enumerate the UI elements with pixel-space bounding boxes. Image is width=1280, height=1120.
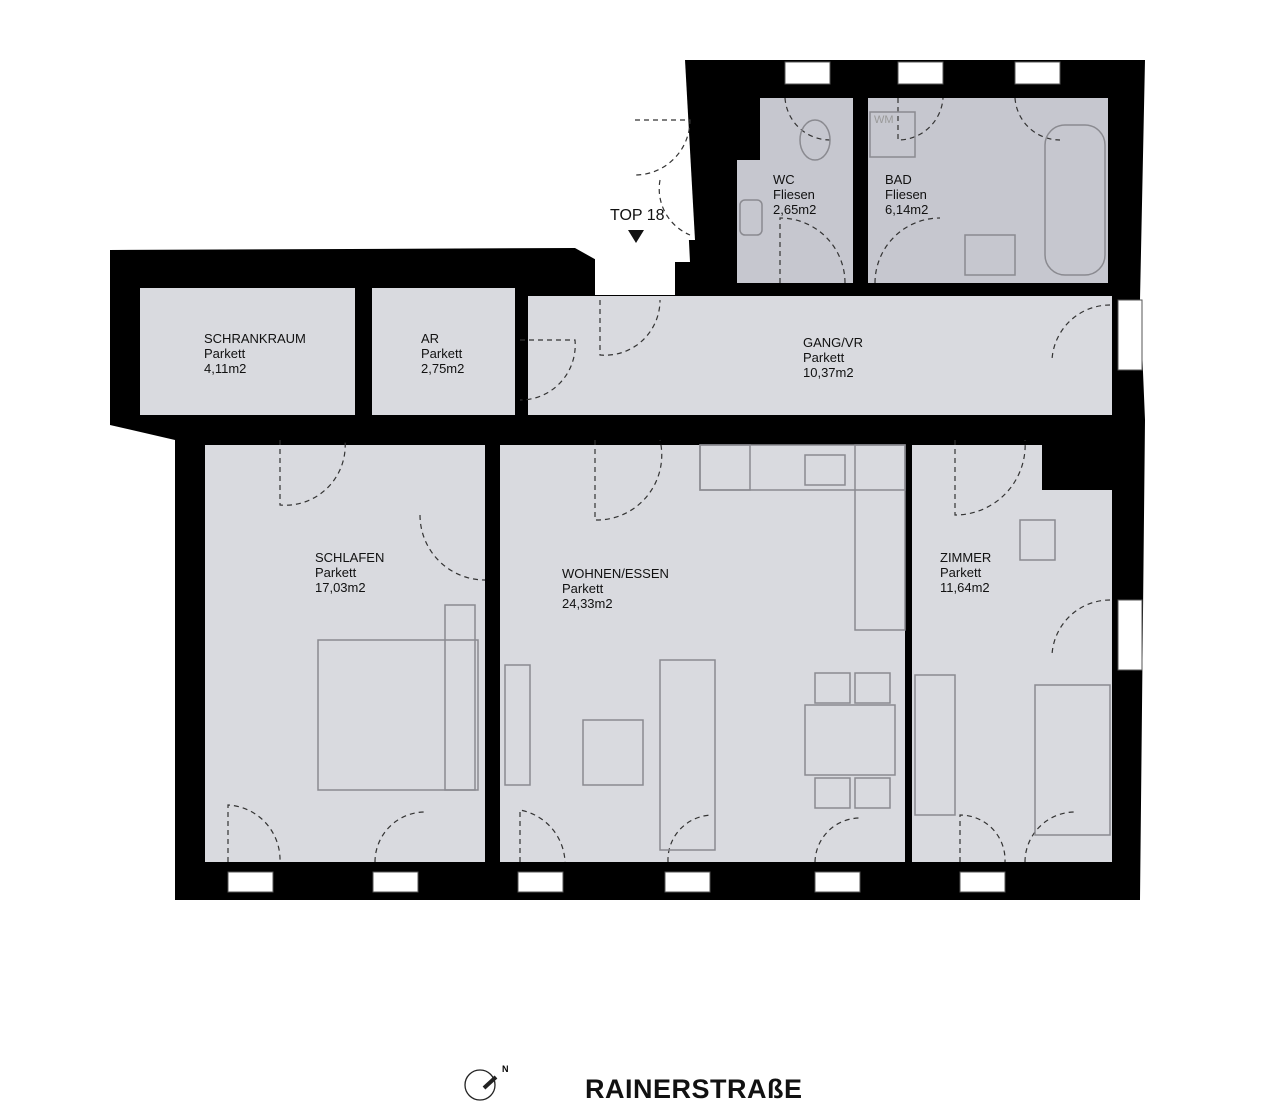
room-floor: Parkett — [315, 565, 357, 580]
room-bad — [868, 98, 1108, 283]
room-floor: Parkett — [421, 346, 463, 361]
zimmer-chair — [1019, 519, 1056, 561]
room-label-schlafen: SCHLAFEN Parkett 17,03m2 — [315, 550, 384, 595]
room-name: WC — [773, 172, 795, 187]
doors — [227, 97, 1111, 863]
room-floor: Fliesen — [773, 187, 815, 202]
hob — [699, 444, 751, 491]
zimmer-desk — [914, 674, 956, 816]
apartment-label: TOP 18 — [610, 207, 665, 224]
room-area: 11,64m2 — [940, 580, 990, 595]
bed — [317, 639, 479, 791]
tv-unit — [504, 664, 531, 786]
room-name: AR — [421, 331, 440, 346]
room-wohnen — [500, 445, 905, 862]
room-floor: Parkett — [562, 581, 604, 596]
street-name: RAINERSTRAßE — [585, 1074, 803, 1104]
room-zimmer — [912, 445, 1112, 862]
room-floor: Parkett — [940, 565, 982, 580]
compass-north-label: N — [502, 1064, 509, 1074]
room-label-wohnen: WOHNEN/ESSEN Parkett 24,33m2 — [562, 566, 669, 611]
sink — [804, 454, 846, 486]
room-label-ar: AR Parkett 2,75m2 — [421, 331, 464, 376]
room-label-gang: GANG/VR Parkett 10,37m2 — [803, 335, 863, 380]
room-name: SCHLAFEN — [315, 550, 385, 565]
room-name: WOHNEN/ESSEN — [562, 566, 669, 581]
toilet — [799, 119, 831, 161]
stair-landing — [560, 60, 695, 240]
room-label-bad: BAD Fliesen 6,14m2 — [885, 172, 928, 217]
room-area: 4,11m2 — [204, 361, 247, 376]
coffee-table — [582, 719, 644, 786]
room-floor: Parkett — [803, 350, 845, 365]
rooms — [140, 60, 1112, 862]
room-gang — [528, 296, 1112, 415]
room-area: 2,75m2 — [421, 361, 465, 376]
room-wc — [737, 98, 853, 283]
room-label-schrankraum: SCHRANKRAUM Parkett 4,11m2 — [204, 331, 306, 376]
room-area: 24,33m2 — [562, 596, 613, 611]
shower-tray — [964, 234, 1016, 276]
washing-machine-label: WM — [874, 114, 894, 126]
room-schrankraum — [140, 288, 355, 415]
room-ar — [372, 288, 515, 415]
room-floor: Parkett — [204, 346, 246, 361]
bathtub — [1044, 124, 1106, 276]
zimmer-bed — [1034, 684, 1111, 836]
entrance-landing — [595, 255, 675, 295]
room-area: 2,65m2 — [773, 202, 817, 217]
sofa — [659, 659, 716, 851]
room-name: ZIMMER — [940, 550, 992, 565]
room-area: 10,37m2 — [803, 365, 854, 380]
wc-basin — [739, 199, 763, 236]
washing-machine — [869, 111, 916, 158]
entrance-arrow-icon — [628, 230, 644, 243]
windows — [227, 61, 1143, 893]
room-label-wc: WC Fliesen 2,65m2 — [773, 172, 816, 217]
dining-table — [804, 704, 896, 776]
room-name: BAD — [885, 172, 912, 187]
compass-icon — [464, 1069, 498, 1101]
room-floor: Fliesen — [885, 187, 927, 202]
furniture — [317, 111, 1111, 851]
room-label-zimmer: ZIMMER Parkett 11,64m2 — [940, 550, 991, 595]
room-schlafen — [205, 445, 485, 862]
room-name: GANG/VR — [803, 335, 863, 350]
room-name: SCHRANKRAUM — [204, 331, 306, 346]
room-area: 6,14m2 — [885, 202, 929, 217]
room-area: 17,03m2 — [315, 580, 366, 595]
